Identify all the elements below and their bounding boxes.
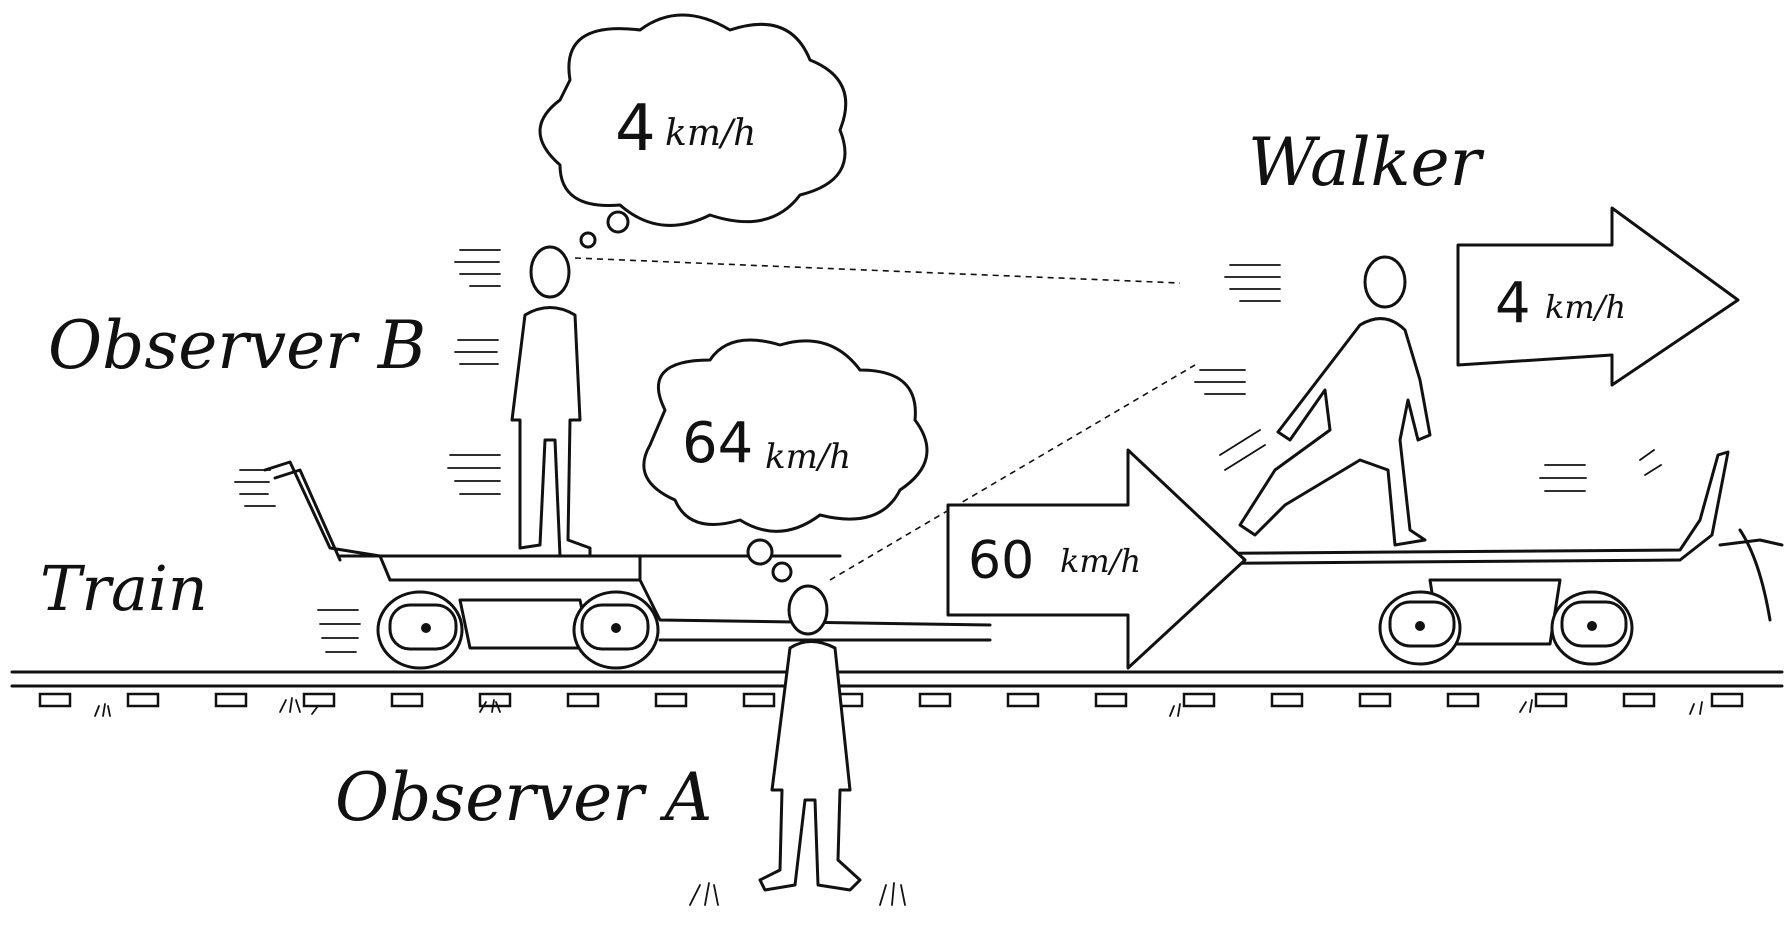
track-sleeper <box>1094 692 1128 708</box>
label-train: Train <box>40 552 208 625</box>
train-speed-unit: km/h <box>1060 542 1141 580</box>
wheel <box>1550 590 1634 666</box>
wheel <box>572 590 660 670</box>
train-car-right <box>988 449 1784 666</box>
track-sleeper <box>390 692 424 708</box>
track-sleeper <box>478 692 512 708</box>
label-walker: Walker <box>1248 124 1485 201</box>
track-sleeper <box>654 692 688 708</box>
bubble-a-value: 64 <box>682 411 753 476</box>
walker-figure <box>1194 255 1432 547</box>
bubble-b-value: 4 <box>615 92 656 166</box>
label-observer-b: Observer B <box>48 307 426 384</box>
railway-track <box>10 670 1784 717</box>
sight-line-b-to-walker <box>574 257 1181 284</box>
track-sleeper <box>1534 692 1568 708</box>
walker-speed-value: 4 <box>1495 271 1531 336</box>
track-sleepers <box>38 692 1744 708</box>
train-speed-value: 60 <box>968 531 1034 591</box>
track-sleeper <box>1446 692 1480 708</box>
track-sleeper <box>1710 692 1744 708</box>
walker-speed-unit: km/h <box>1545 288 1626 326</box>
track-sleeper <box>1358 692 1392 708</box>
label-observer-a: Observer A <box>335 759 712 836</box>
wheel <box>376 590 464 670</box>
track-sleeper <box>302 692 336 708</box>
thought-bubble-observer-b: 4 km/h <box>538 13 848 249</box>
track-sleeper <box>742 692 776 708</box>
track-sleeper <box>1270 692 1304 708</box>
track-sleeper <box>1182 692 1216 708</box>
walker-speed-arrow: 4 km/h <box>1456 206 1740 387</box>
observer-b-figure <box>447 245 592 558</box>
wheel <box>1378 590 1462 666</box>
train-car-left <box>234 460 992 670</box>
track-sleeper <box>566 692 600 708</box>
track-sleeper <box>214 692 248 708</box>
bubble-a-unit: km/h <box>765 437 851 477</box>
thought-bubble-observer-a: 64 km/h <box>642 338 929 583</box>
bubble-b-unit: km/h <box>665 113 756 154</box>
observer-a-figure <box>689 584 906 906</box>
track-sleeper <box>38 692 72 708</box>
train-speed-arrow: 60 km/h <box>946 448 1247 670</box>
track-sleeper <box>1006 692 1040 708</box>
track-sleeper <box>126 692 160 708</box>
sight-line-a-to-walker <box>829 364 1196 581</box>
track-sleeper <box>1622 692 1656 708</box>
track-sleeper <box>918 692 952 708</box>
